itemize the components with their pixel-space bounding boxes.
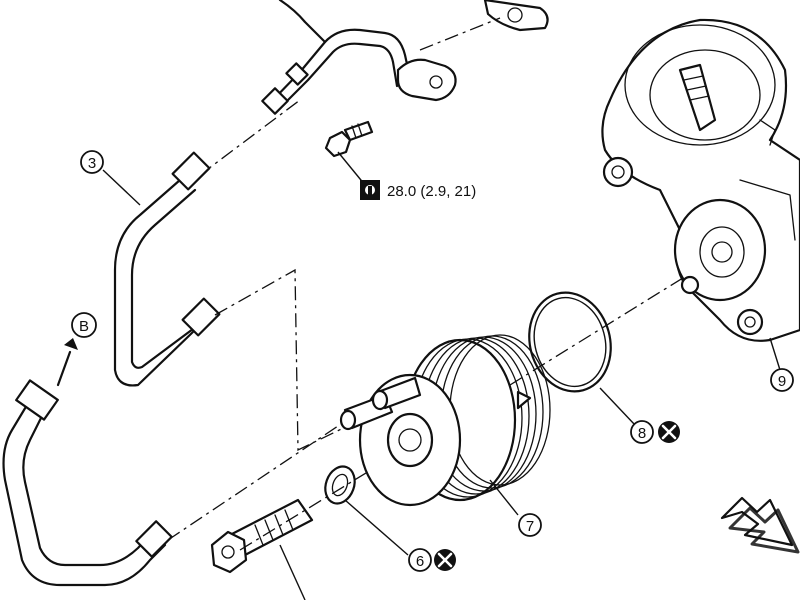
- torque-value: 28.0 (2.9, 21): [387, 183, 476, 200]
- hose-clamp-top: [171, 151, 211, 191]
- flange-gasket-top: [483, 0, 549, 32]
- housing-stud: [678, 63, 717, 132]
- callout-8: 8: [630, 420, 680, 444]
- hose-fitting-lower: [15, 379, 59, 421]
- callout-7: 7: [518, 513, 542, 537]
- torque-spec: 28.0 (2.9, 21): [360, 180, 476, 200]
- svg-text:6: 6: [416, 553, 424, 570]
- oil-cooler: [339, 334, 551, 516]
- svg-text:B: B: [79, 318, 89, 335]
- front-direction-arrow-icon: [720, 496, 800, 554]
- arrow-head-icon: [64, 338, 78, 350]
- hose-clamp-lower: [135, 520, 173, 558]
- callout-3: 3: [80, 150, 141, 206]
- pipe-flange: [396, 58, 457, 102]
- pipe-ferrule-2: [285, 62, 309, 86]
- mounting-bolt: [324, 120, 374, 186]
- upper-oil-pipe: [261, 0, 457, 115]
- cooler-center-bolt: [210, 498, 314, 600]
- o-ring: [528, 291, 636, 426]
- svg-text:8: 8: [638, 425, 646, 442]
- svg-text:7: 7: [526, 518, 534, 535]
- callout-6: 6: [408, 548, 456, 572]
- do-not-reuse-icon: [658, 421, 680, 443]
- hose-clamp-bottom: [181, 297, 221, 337]
- svg-text:9: 9: [778, 373, 786, 390]
- svg-text:3: 3: [88, 155, 96, 172]
- oil-hose-upper: [113, 151, 221, 387]
- torque-wrench-icon: [360, 180, 380, 200]
- copper-washer: [324, 465, 409, 556]
- do-not-reuse-icon: [434, 549, 456, 571]
- oil-filter-housing: [601, 18, 800, 371]
- callout-9: 9: [770, 368, 794, 392]
- reference-arrow-b: B: [56, 312, 97, 387]
- oil-hose-lower: [2, 379, 173, 587]
- pipe-ferrule: [261, 87, 289, 115]
